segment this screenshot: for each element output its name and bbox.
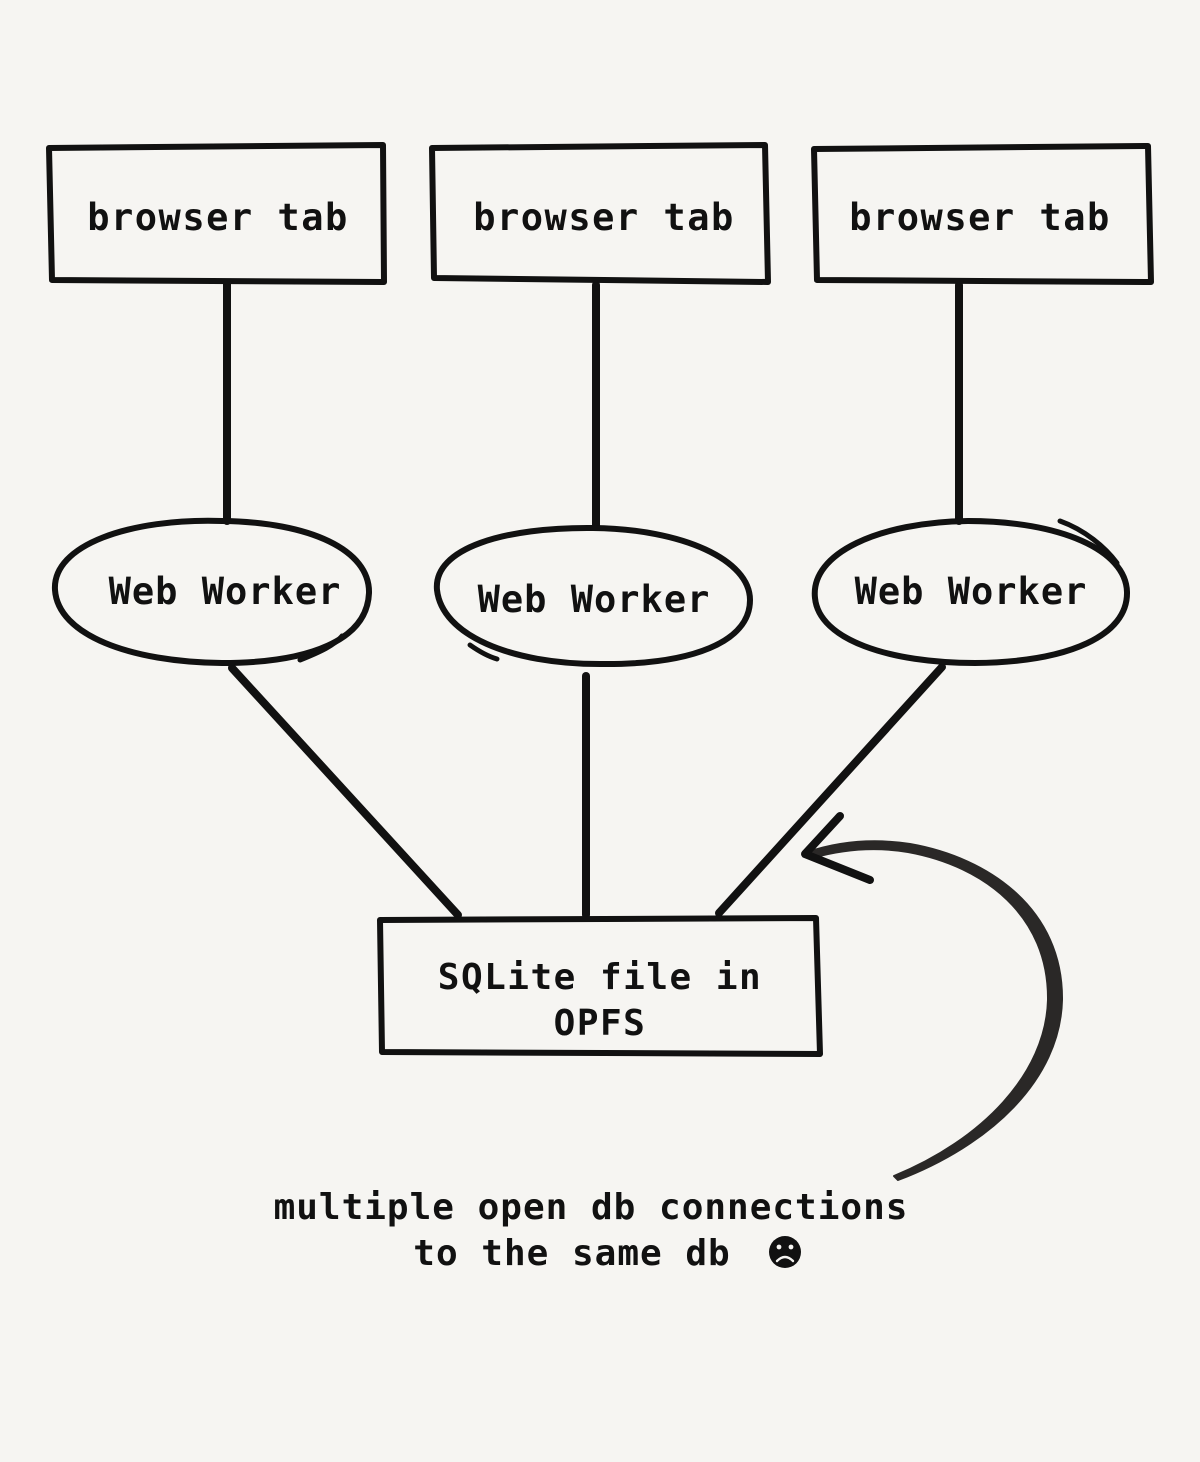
web-worker-2: Web Worker: [433, 524, 753, 668]
web-worker-ellipse: [433, 524, 753, 668]
sqlite-box: [377, 915, 823, 1057]
tab-worker-connectors: [223, 279, 963, 531]
web-worker-1: Web Worker: [51, 517, 373, 666]
web-worker-label: Web Worker: [109, 570, 342, 613]
annotation-caption: multiple open db connections to the same…: [274, 1187, 909, 1274]
browser-tab-3: browser tab: [811, 143, 1154, 285]
caption-line2: to the same db: [413, 1233, 730, 1274]
browser-tab-box: [46, 142, 387, 285]
frowning-face-icon: [769, 1236, 801, 1268]
web-worker-3: Web Worker: [811, 518, 1131, 666]
web-worker-ellipse: [51, 517, 373, 666]
web-worker-ellipse-tail: [467, 642, 500, 662]
web-worker-label: Web Worker: [478, 578, 711, 621]
web-worker-ellipse: [811, 518, 1131, 666]
web-worker-ellipse-tail: [297, 633, 345, 663]
browser-tab-box: [429, 142, 771, 285]
annotation-arrowhead: [801, 812, 874, 884]
browser-tab-2: browser tab: [429, 142, 771, 285]
web-worker-ellipse-tail: [1057, 518, 1120, 566]
caption-line1: multiple open db connections: [274, 1187, 909, 1228]
browser-tab-label: browser tab: [87, 196, 349, 239]
sqlite-label-line1: SQLite file in: [438, 957, 762, 998]
browser-tab-box: [811, 143, 1154, 285]
annotation-arrow: [801, 812, 1064, 1181]
sqlite-label-line2: OPFS: [554, 1003, 647, 1044]
browser-tab-label: browser tab: [473, 196, 735, 239]
annotation-arrow-shaft: [807, 840, 1064, 1181]
sqlite-opfs-file: SQLite file in OPFS: [377, 915, 823, 1057]
browser-tab-1: browser tab: [46, 142, 387, 285]
worker-db-connectors: [228, 663, 946, 919]
web-worker-label: Web Worker: [855, 570, 1088, 613]
browser-tab-label: browser tab: [849, 196, 1111, 239]
connector-worker1-db: [228, 664, 462, 919]
connector-worker3-db: [715, 663, 946, 917]
